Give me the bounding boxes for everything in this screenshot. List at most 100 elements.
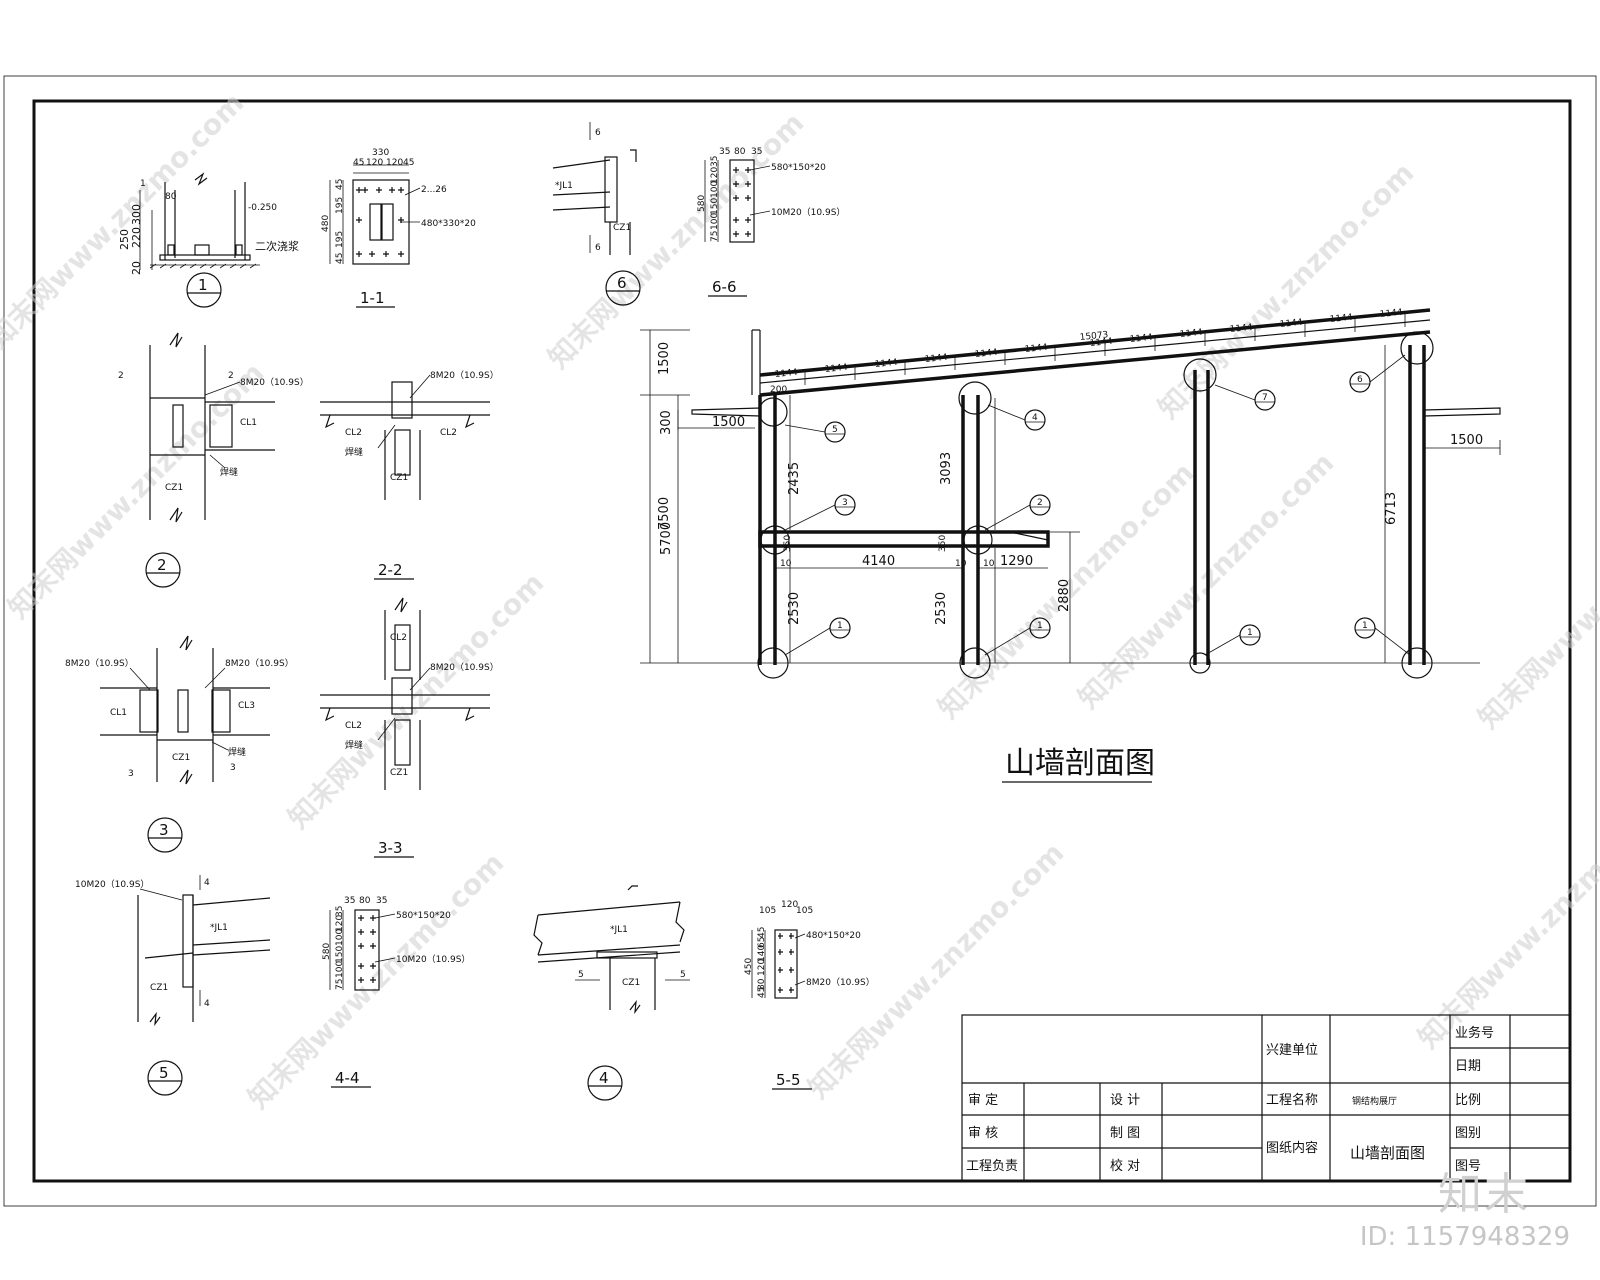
d3-col: CZ1 (172, 753, 190, 763)
s44-dim-s6: 35 (335, 906, 345, 917)
s55-plate-note: 480*150*20 (806, 931, 861, 941)
tb-label-project: 工程名称 (1266, 1092, 1318, 1108)
callout-4: 4 (1032, 413, 1038, 423)
rafter-seg-13: 1144 (1379, 308, 1403, 320)
s66-dim-s6: 35 (710, 156, 720, 167)
watermark-8: 知末网www.znzmo.com (1152, 156, 1421, 425)
d4-mark-left: 5 (578, 970, 584, 980)
rafter-seg-3: 1144 (874, 358, 898, 370)
tb-label-category: 图别 (1455, 1126, 1481, 1141)
s55-dim-s4: 140 (757, 945, 767, 962)
tb-value-project: 钢结构展厅 (1352, 1095, 1397, 1107)
d5-bolt-note: 10M20（10.9S） (75, 879, 149, 890)
dim-5700: 5700 (659, 522, 674, 555)
s11-dim-s1: 45 (335, 179, 345, 190)
d1-section-mark: 1 (140, 179, 146, 189)
tb-label-scale: 比例 (1455, 1093, 1481, 1108)
s44-dim-s2: 100 (335, 961, 345, 978)
watermark-5: 知末网www.znzmo.com (282, 566, 551, 835)
s11-title: 1-1 (360, 289, 385, 307)
d3-weld-note: 焊缝 (228, 746, 246, 758)
dim-beam-depth-1: 350 (783, 535, 793, 552)
dim-gap-3: 10 (983, 559, 995, 569)
watermark-1: 知末网www.znzmo.com (0, 86, 250, 355)
s22-col: CZ1 (390, 473, 408, 483)
callout-3a: 3 (842, 498, 848, 508)
s11-hole-note: 2...26 (421, 185, 447, 195)
s66-dim-s5: 120 (710, 167, 720, 184)
callout-6: 6 (1357, 375, 1363, 385)
tb-label-review: 审 核 (968, 1126, 998, 1141)
tb-label-approve: 审 定 (968, 1093, 998, 1108)
s55-title: 5-5 (776, 1071, 801, 1089)
s11-dim-width: 330 (372, 148, 389, 158)
s44-title: 4-4 (335, 1069, 360, 1087)
s22-beam-right: CL2 (440, 428, 457, 438)
section-2-2: CL2 CL2 CZ1 8M20（10.9S） 焊缝 2-2 (320, 370, 499, 580)
callouts: 5 4 7 6 3 2 1 1 1 1 (784, 354, 1411, 656)
s44-dim-t3: 35 (376, 896, 387, 906)
s66-dim-s3: 150 (710, 198, 720, 215)
rafter-seg-8: 1144 (1129, 333, 1153, 345)
tb-label-content: 图纸内容 (1266, 1140, 1318, 1156)
s22-title: 2-2 (378, 561, 403, 579)
s55-dim-s3: 120 (757, 959, 767, 976)
section-3-3: CL2 CL2 CZ1 8M20（10.9S） 焊缝 3-3 (320, 597, 499, 858)
callout-5: 5 (832, 425, 838, 435)
d4-col: CZ1 (622, 978, 640, 988)
tb-label-sheet-no: 图号 (1455, 1159, 1481, 1174)
d1-elevation: -0.250 (248, 203, 277, 213)
detail-2: CL1 CZ1 2 2 8M20（10.9S） 焊缝 2 (118, 332, 309, 588)
dim-300: 300 (659, 410, 674, 435)
rafter-seg-4: 1144 (924, 353, 948, 365)
s44-plate-note: 580*150*20 (396, 911, 451, 921)
rafter-seg-1: 1144 (774, 368, 798, 380)
dim-total-height: 7500 (657, 497, 672, 530)
d5-mark-bot: 4 (204, 999, 210, 1009)
dim-col1-lower: 2530 (787, 592, 802, 625)
d4-mark-right: 5 (680, 970, 686, 980)
s55-bolt-note: 8M20（10.9S） (806, 977, 875, 988)
detail-6: 6 6 *JL1 CZ1 6 (552, 122, 641, 306)
elevation-title: 山墙剖面图 (1005, 746, 1155, 781)
d5-mark-top: 4 (204, 878, 210, 888)
s22-beam-left: CL2 (345, 428, 362, 438)
s44-dim-s5: 120 (335, 915, 345, 932)
d2-label: 2 (157, 556, 167, 574)
d6-member-col: CZ1 (613, 223, 631, 233)
s11-dim-t4: 45 (403, 158, 414, 168)
d2-beam-label: CL1 (240, 418, 257, 428)
section-5-5: 105 120 105 450 45 80 120 140 65 45 480*… (744, 900, 875, 1090)
d1-dim-v2: 220 (130, 227, 143, 248)
callout-2: 2 (1037, 498, 1043, 508)
s66-plate-note: 580*150*20 (771, 163, 826, 173)
s55-dim-s6: 45 (757, 927, 767, 938)
dim-col1-upper: 2435 (787, 462, 802, 495)
callout-1d: 1 (1362, 621, 1368, 631)
rafter-seg-9: 1144 (1179, 328, 1203, 340)
callout-7: 7 (1262, 393, 1268, 403)
dim-overhang-left: 1500 (712, 415, 745, 430)
d3-bolt-left: 8M20（10.9S） (65, 658, 134, 669)
d1-grout-note: 二次浇浆 (255, 239, 299, 253)
rafter-seg-12: 1144 (1329, 313, 1353, 325)
s55-dim-s1: 45 (757, 987, 767, 998)
d1-dim-bot: 20 (130, 261, 143, 275)
d3-label: 3 (159, 821, 169, 839)
section-6-6: 35 80 35 580 75 100 150 100 120 35 580*1… (697, 147, 845, 297)
watermark-4: 知末网www.znzmo.com (542, 106, 811, 375)
outer-border (3, 75, 1597, 1207)
d3-mark-right: 3 (230, 763, 236, 773)
s33-col: CZ1 (390, 768, 408, 778)
s44-dim-s4: 100 (335, 929, 345, 946)
d6-mark-bot: 6 (595, 243, 601, 253)
s22-weld-note: 焊缝 (345, 446, 363, 458)
s11-dim-s2: 195 (335, 197, 345, 214)
s11-dim-t3: 120 (386, 158, 403, 168)
s55-dim-t3: 105 (796, 906, 813, 916)
d1-label: 1 (198, 276, 208, 294)
d4-member: *JL1 (610, 925, 628, 935)
tb-label-job-no: 业务号 (1455, 1025, 1494, 1041)
s55-dim-t2: 120 (781, 900, 798, 910)
